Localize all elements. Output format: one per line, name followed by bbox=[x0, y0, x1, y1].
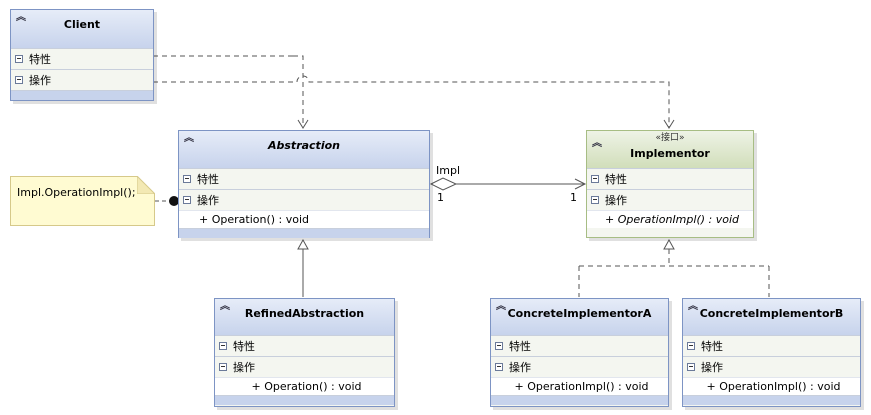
operation-row[interactable]: + OperationImpl() : void bbox=[683, 377, 860, 395]
class-name: ConcreteImplementorB bbox=[699, 307, 844, 320]
attributes-section[interactable]: 特性 bbox=[683, 335, 860, 356]
attributes-section[interactable]: 特性 bbox=[491, 335, 668, 356]
inheritance-triangle bbox=[297, 238, 309, 250]
class-concrete-implementor-b[interactable]: ︽ ConcreteImplementorB 特性 操作 + Operation… bbox=[682, 298, 861, 407]
note-anchor-dot bbox=[169, 196, 179, 206]
collapse-chevron-icon[interactable]: ︽ bbox=[220, 301, 230, 312]
collapse-minus-icon[interactable] bbox=[183, 175, 191, 183]
collapse-chevron-icon[interactable]: ︽ bbox=[16, 12, 26, 23]
class-header: ︽ Abstraction bbox=[179, 131, 429, 168]
attributes-section[interactable]: 特性 bbox=[179, 168, 429, 189]
class-footer bbox=[215, 395, 394, 405]
collapse-minus-icon[interactable] bbox=[15, 76, 23, 84]
operations-section[interactable]: 操作 bbox=[491, 356, 668, 377]
class-header: ︽ RefinedAbstraction bbox=[215, 299, 394, 335]
operations-section[interactable]: 操作 bbox=[11, 69, 153, 90]
class-name: Implementor bbox=[630, 147, 710, 160]
association-role-label: Impl bbox=[436, 164, 460, 177]
collapse-chevron-icon[interactable]: ︽ bbox=[688, 301, 698, 312]
realization-lines[interactable] bbox=[578, 249, 770, 297]
class-name: RefinedAbstraction bbox=[244, 307, 365, 320]
abstraction-dependency-arrowhead bbox=[297, 119, 309, 129]
client-abstraction-dependency[interactable] bbox=[153, 55, 304, 128]
note-fold-corner bbox=[137, 176, 155, 194]
collapse-chevron-icon[interactable]: ︽ bbox=[496, 301, 506, 312]
operations-section[interactable]: 操作 bbox=[179, 189, 429, 210]
attributes-section[interactable]: 特性 bbox=[11, 48, 153, 69]
operations-section[interactable]: 操作 bbox=[683, 356, 860, 377]
collapse-minus-icon[interactable] bbox=[183, 196, 191, 204]
operation-row[interactable]: + OperationImpl() : void bbox=[587, 210, 753, 228]
collapse-minus-icon[interactable] bbox=[15, 55, 23, 63]
class-refined-abstraction[interactable]: ︽ RefinedAbstraction 特性 操作 + Operation()… bbox=[214, 298, 395, 407]
stereotype-label: «接口» bbox=[655, 133, 685, 143]
class-header: ︽ ConcreteImplementorB bbox=[683, 299, 860, 335]
attributes-section[interactable]: 特性 bbox=[215, 335, 394, 356]
attributes-section[interactable]: 特性 bbox=[587, 168, 753, 189]
collapse-minus-icon[interactable] bbox=[591, 196, 599, 204]
operation-row[interactable]: + Operation() : void bbox=[215, 377, 394, 395]
class-footer bbox=[179, 228, 429, 238]
collapse-minus-icon[interactable] bbox=[495, 342, 503, 350]
association-target-multiplicity: 1 bbox=[570, 191, 577, 204]
class-abstraction[interactable]: ︽ Abstraction 特性 操作 + Operation() : void bbox=[178, 130, 430, 238]
association-source-multiplicity: 1 bbox=[437, 191, 444, 204]
interface-implementor[interactable]: ︽ «接口» Implementor 特性 操作 + OperationImpl… bbox=[586, 130, 754, 238]
class-footer bbox=[683, 395, 860, 405]
class-header: ︽ «接口» Implementor bbox=[587, 131, 753, 168]
operation-row[interactable]: + Operation() : void bbox=[179, 210, 429, 228]
realization-triangle bbox=[663, 238, 675, 250]
collapse-chevron-icon[interactable]: ︽ bbox=[184, 133, 194, 144]
operations-section[interactable]: 操作 bbox=[215, 356, 394, 377]
client-implementor-dependency[interactable] bbox=[153, 75, 670, 128]
collapse-minus-icon[interactable] bbox=[219, 363, 227, 371]
class-name: Client bbox=[63, 18, 101, 31]
class-footer bbox=[587, 228, 753, 235]
aggregation-diamond bbox=[429, 177, 458, 191]
operations-section[interactable]: 操作 bbox=[587, 189, 753, 210]
class-concrete-implementor-a[interactable]: ︽ ConcreteImplementorA 特性 操作 + Operation… bbox=[490, 298, 669, 407]
collapse-minus-icon[interactable] bbox=[219, 342, 227, 350]
class-footer bbox=[491, 395, 668, 405]
class-name: ConcreteImplementorA bbox=[507, 307, 652, 320]
collapse-minus-icon[interactable] bbox=[687, 363, 695, 371]
collapse-minus-icon[interactable] bbox=[591, 175, 599, 183]
class-footer bbox=[11, 90, 153, 100]
aggregation-arrowhead bbox=[574, 178, 587, 190]
class-name: Abstraction bbox=[268, 139, 340, 152]
collapse-minus-icon[interactable] bbox=[495, 363, 503, 371]
collapse-chevron-icon[interactable]: ︽ bbox=[592, 138, 602, 149]
implementor-dependency-arrowhead bbox=[663, 119, 675, 129]
note-text: Impl.OperationImpl(); bbox=[17, 186, 136, 199]
operation-row[interactable]: + OperationImpl() : void bbox=[491, 377, 668, 395]
collapse-minus-icon[interactable] bbox=[687, 342, 695, 350]
class-header: ︽ ConcreteImplementorA bbox=[491, 299, 668, 335]
class-client[interactable]: ︽ Client 特性 操作 bbox=[10, 9, 154, 101]
class-header: ︽ Client bbox=[11, 10, 153, 48]
comment-note[interactable]: Impl.OperationImpl(); bbox=[10, 176, 155, 226]
